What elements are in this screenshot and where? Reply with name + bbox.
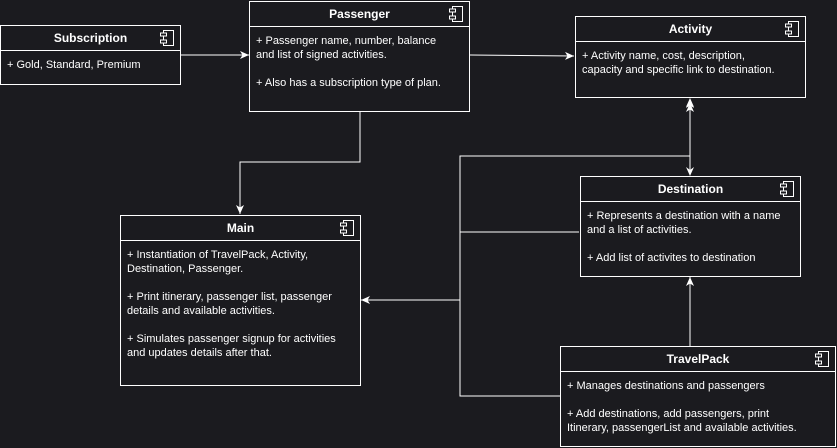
arrowhead-destination — [686, 167, 694, 176]
edge-loop-bottom — [459, 300, 560, 397]
passenger-title: Passenger — [329, 7, 390, 21]
travelpack-box[interactable]: TravelPack + Manages destinations and pa… — [560, 346, 836, 447]
travelpack-header: TravelPack — [561, 347, 835, 372]
activity-header: Activity — [576, 17, 805, 42]
component-icon — [340, 220, 354, 236]
edge-loop-top — [459, 155, 690, 232]
passenger-body: + Passenger name, number, balance and li… — [256, 35, 441, 89]
subscription-title: Subscription — [53, 31, 128, 45]
passenger-box[interactable]: Passenger + Passenger name, number, bala… — [249, 1, 470, 112]
main-title: Main — [226, 221, 255, 235]
subscription-box[interactable]: Subscription + Gold, Standard, Premium — [0, 25, 181, 85]
arrowhead-activity — [686, 98, 694, 107]
destination-box[interactable]: Destination + Represents a destination w… — [580, 176, 801, 277]
edge-destination-main — [361, 231, 579, 304]
subscription-body: + Gold, Standard, Premium — [7, 59, 141, 71]
subscription-header: Subscription — [1, 26, 180, 51]
component-icon — [449, 6, 463, 22]
main-header: Main — [121, 216, 360, 241]
component-icon — [815, 351, 829, 367]
component-icon — [160, 30, 174, 46]
component-icon — [780, 181, 794, 197]
edge-passenger-activity — [469, 51, 575, 60]
destination-header: Destination — [581, 177, 800, 202]
destination-body: + Represents a destination with a name a… — [587, 210, 781, 264]
passenger-header: Passenger — [250, 2, 469, 27]
activity-box[interactable]: Activity + Activity name, cost, descript… — [575, 16, 806, 98]
travelpack-title: TravelPack — [666, 352, 730, 366]
activity-title: Activity — [668, 22, 713, 36]
edge-passenger-main — [236, 112, 361, 214]
destination-title: Destination — [657, 182, 724, 196]
main-body: + Instantiation of TravelPack, Activity,… — [127, 249, 336, 359]
component-icon — [785, 21, 799, 37]
activity-body: + Activity name, cost, description, capa… — [582, 50, 775, 76]
travelpack-body: + Manages destinations and passengers + … — [567, 380, 797, 434]
main-box[interactable]: Main + Instantiation of TravelPack, Acti… — [120, 215, 361, 386]
